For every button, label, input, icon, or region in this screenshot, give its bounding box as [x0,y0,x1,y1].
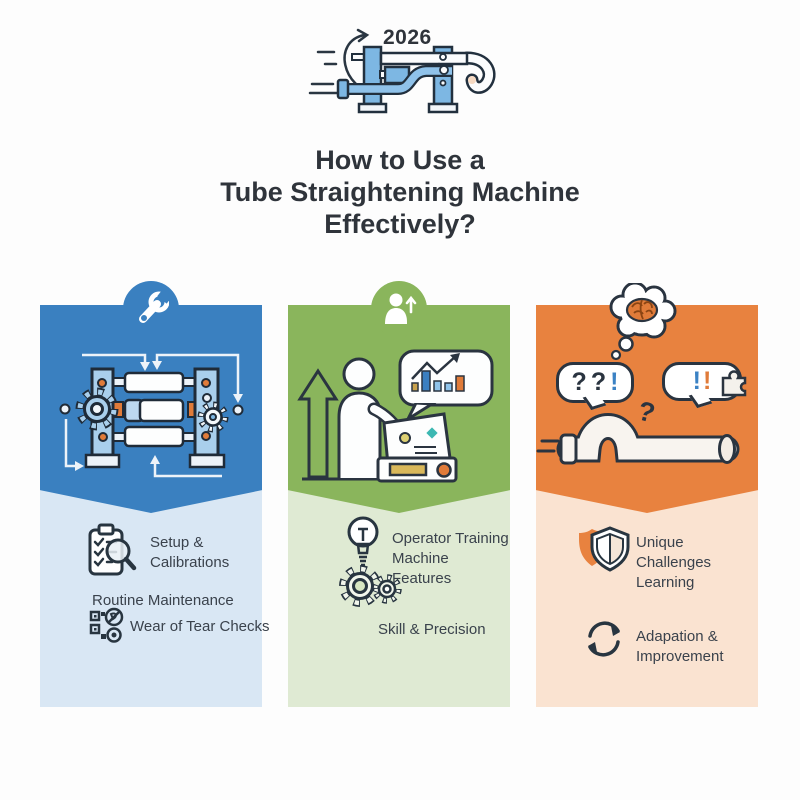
roller-machine-cycle-icon [59,353,244,478]
year-label: 2026 [383,26,432,49]
column-challenges-adaptation: ? ? ! ! ! ? [536,283,758,707]
person-up-arrow-icon [385,293,417,324]
person-badge [371,281,427,337]
lightbulb-icon [347,516,379,567]
skill-precision-label: Skill & Precision [378,621,486,638]
checklist-magnifier-icon [88,523,137,576]
adaptation-improvement-label: Adapation & Improvement [636,628,724,665]
unique-challenges-label: Unique Challenges Learning [636,534,712,591]
question-speech-bubble: ? ? ! [556,362,634,403]
gears-icon [339,565,402,607]
title-line-2: Tube Straightening Machine [220,177,580,207]
challenges-column-colored-panel [536,305,758,513]
page-title: How to Use a Tube Straightening Machine … [0,144,800,240]
wrench-icon [139,291,169,323]
exclaim-char: ! [692,367,701,395]
exclaim-puzzle-speech-bubble: ! ! [662,362,747,401]
question-char: ? [571,368,587,396]
title-line-3: Effectively? [324,209,476,239]
column-setup-and-maintenance: Setup & Calibrations Routine Maintenance… [40,281,270,707]
tube-straightening-machine-icon [308,28,496,114]
wear-tear-checks-label: Wear of Tear Checks [130,618,270,635]
title-line-1: How to Use a [315,145,485,175]
question-char: ? [590,368,607,396]
exclaim-char: ! [610,368,619,396]
shield-icon [579,526,630,572]
routine-maintenance-label: Routine Maintenance [92,592,234,609]
training-column-colored-panel [288,305,510,513]
exclaim-char: ! [703,367,712,395]
wrench-badge [123,281,179,337]
wear-check-icon [89,607,124,643]
setup-column-colored-panel [40,305,262,513]
operator-at-console-icon [297,349,494,483]
setup-calibrations-label: Setup & Calibrations [150,534,230,571]
brain-thought-bubble-icon [609,283,677,361]
operator-training-label: Operator Training Machine Features [392,530,509,587]
column-operator-training: Operator Training Machine Features Skill… [288,281,510,707]
bent-tube-confusion-icon [536,413,740,465]
puzzle-piece-icon [721,370,747,397]
refresh-icon [588,621,620,657]
